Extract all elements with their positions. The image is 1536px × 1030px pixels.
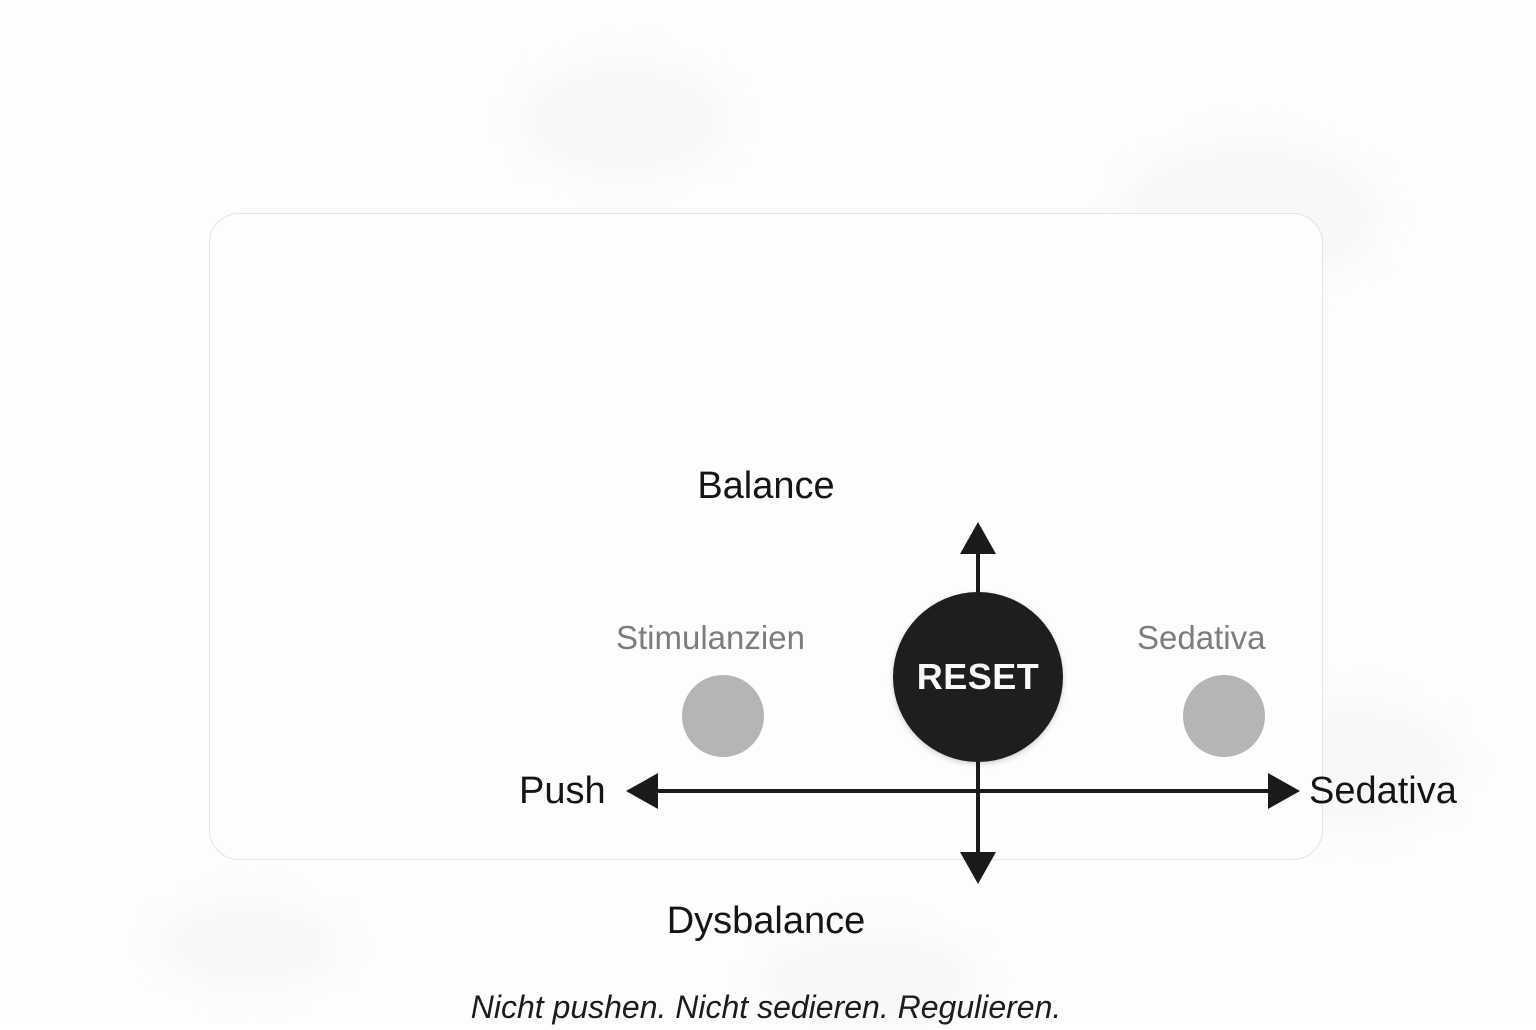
arrow-up-icon <box>960 522 996 554</box>
arrow-left-icon <box>626 773 658 809</box>
reset-hub-label: RESET <box>916 656 1040 697</box>
stimulanzien-marker-dot <box>682 675 764 757</box>
push-label: Push <box>519 770 606 812</box>
reset-hub[interactable]: RESET <box>893 592 1063 762</box>
sedativa-axis-label: Sedativa <box>1309 770 1457 812</box>
arrow-down-icon <box>960 852 996 884</box>
dysbalance-label: Dysbalance <box>666 900 866 942</box>
sedativa-marker-dot <box>1183 675 1265 757</box>
balance-label: Balance <box>697 465 835 507</box>
horizontal-axis-line <box>634 789 1294 793</box>
stimulanzien-marker-label: Stimulanzien <box>616 619 805 656</box>
diagram-caption: Nicht pushen. Nicht sedieren. Regulieren… <box>470 989 1062 1025</box>
sedativa-marker-label: Sedativa <box>1137 619 1266 656</box>
background-texture-blob <box>520 60 730 180</box>
diagram-card: RESET Balance Dysbalance Push Sedativa S… <box>209 213 1457 1023</box>
arrow-right-icon <box>1268 773 1300 809</box>
